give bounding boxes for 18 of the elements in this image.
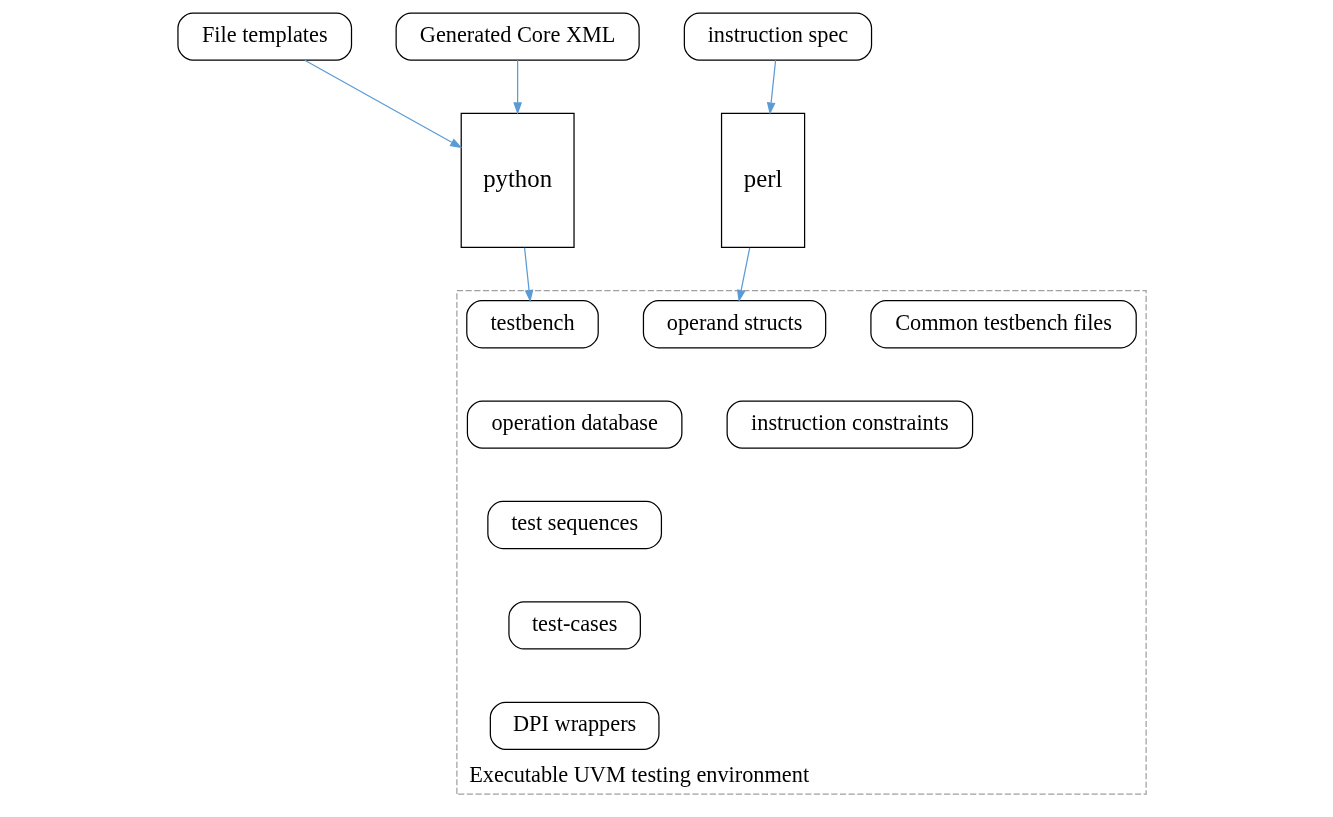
arrow — [523, 247, 533, 303]
node-box: operation database — [466, 400, 682, 449]
node-box: instruction constraints — [726, 400, 973, 449]
node-box: testbench — [465, 300, 599, 349]
node-box: test-cases — [507, 601, 641, 650]
node-box: instruction spec — [683, 12, 872, 61]
arrow — [766, 59, 776, 115]
node-box: Generated Core XML — [395, 12, 640, 61]
arrow — [736, 247, 750, 303]
node-box: perl — [720, 112, 805, 248]
node-box: File templates — [176, 12, 352, 61]
arrow — [303, 59, 462, 149]
node-box: operand structs — [642, 300, 826, 349]
node-box: python — [460, 112, 575, 248]
arrow — [512, 59, 522, 115]
node-box: Common testbench files — [869, 300, 1137, 349]
node-box: DPI wrappers — [489, 701, 660, 750]
node-box: test sequences — [486, 500, 662, 550]
